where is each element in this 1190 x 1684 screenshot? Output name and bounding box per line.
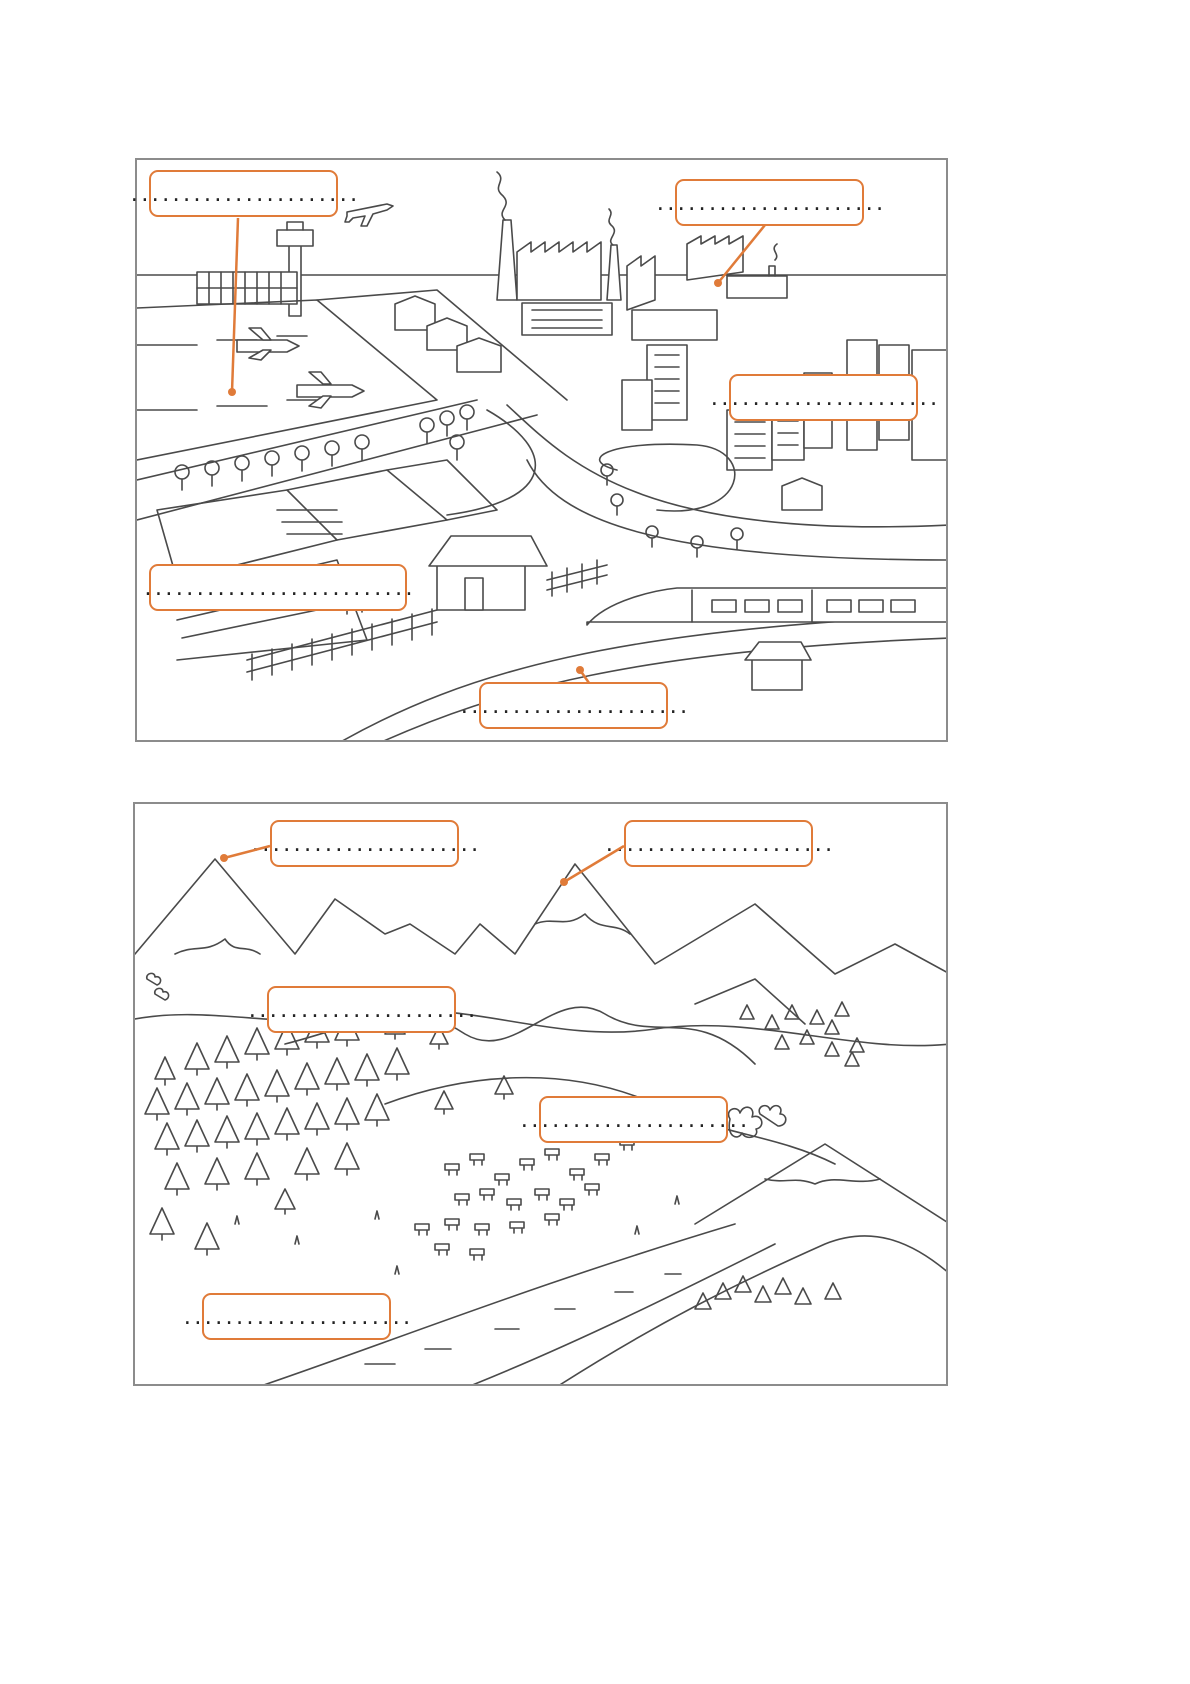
city-label-farmland[interactable]: .......................... <box>142 564 415 611</box>
city-label-airport[interactable]: ...................... <box>129 170 359 217</box>
mountain-label-pasture[interactable]: ...................... <box>519 1096 749 1143</box>
city-scene-panel <box>135 158 948 742</box>
city-label-industry[interactable]: ...................... <box>655 179 885 226</box>
mountain-label-peak-left[interactable]: ...................... <box>250 820 480 867</box>
mountain-label-peak-right[interactable]: ...................... <box>604 820 834 867</box>
mountain-scene-panel <box>133 802 948 1386</box>
city-scene-illustration <box>137 171 946 740</box>
city-label-railway[interactable]: ...................... <box>459 682 689 729</box>
mountain-label-forest[interactable]: ...................... <box>247 986 477 1033</box>
mountain-label-river[interactable]: ...................... <box>182 1293 412 1340</box>
city-label-city[interactable]: ...................... <box>709 374 939 421</box>
